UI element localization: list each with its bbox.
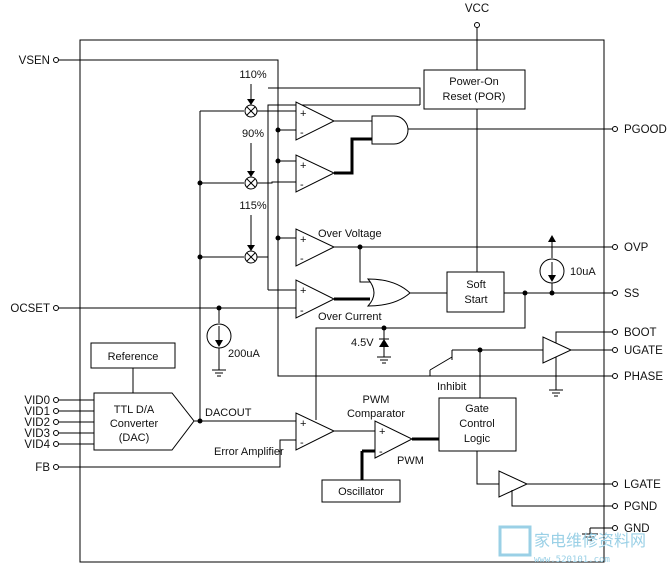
lower-gate-driver [498, 470, 529, 498]
gate-logic-line3: Logic [464, 433, 491, 445]
svg-text:+: + [379, 426, 385, 438]
svg-text:+: + [300, 108, 306, 120]
current-200ua-label: 200uA [228, 348, 260, 360]
over-voltage-label: Over Voltage [318, 228, 382, 240]
soft-start-line2: Start [464, 294, 487, 306]
dac-line3: (DAC) [119, 432, 150, 444]
upper-gate-driver [542, 336, 573, 364]
pwm-comparator: + - PWM Comparator PWM [347, 394, 424, 467]
pwm-comparator-line2: Comparator [347, 408, 405, 420]
svg-text:+: + [300, 160, 306, 172]
zener-label: 4.5V [351, 337, 374, 349]
pin-pgnd-label: PGND [624, 501, 657, 513]
pin-vid3-label: VID3 [24, 428, 50, 440]
multiplier-115: 115% [239, 200, 267, 264]
pin-lgate-label: LGATE [624, 479, 661, 491]
or-gate [366, 278, 411, 307]
pin-vcc-label: VCC [465, 3, 489, 15]
watermark-text: 家电维修资料网 [534, 531, 646, 550]
pin-ocset: OCSET [10, 303, 296, 315]
gnd-symbol [582, 527, 612, 541]
current-source-200ua: 200uA [206, 308, 260, 377]
pin-vsen-label: VSEN [19, 55, 50, 67]
svg-text:+: + [300, 418, 306, 430]
gate-logic-line1: Gate [465, 403, 489, 415]
pwm-comparator-line1: PWM [363, 394, 390, 406]
pin-fb: FB [35, 439, 296, 474]
dac-block: TTL D/A Converter (DAC) [93, 392, 195, 451]
comparator-90: +- [295, 154, 336, 193]
multiplier-90: 90% [242, 128, 264, 190]
pin-ss-label: SS [624, 288, 640, 300]
svg-text:-: - [300, 305, 304, 317]
error-amplifier-label: Error Amplifier [214, 446, 284, 458]
pin-vid1-label: VID1 [24, 406, 50, 418]
reference-label: Reference [108, 351, 159, 363]
right-pins: PGOOD OVP SS BOOT UGATE PHASE LGATE PGND… [612, 124, 667, 535]
pin-vsen: VSEN [19, 55, 279, 306]
over-current-label: Over Current [318, 311, 382, 323]
dac-line2: Converter [110, 418, 159, 430]
svg-text:+: + [300, 285, 306, 297]
oscillator-label: Oscillator [338, 486, 384, 498]
svg-text:-: - [300, 179, 304, 191]
svg-text:+: + [300, 234, 306, 246]
soft-start-block: Soft Start [446, 271, 505, 313]
pin-vid4-label: VID4 [24, 439, 50, 451]
pin-ocset-label: OCSET [10, 303, 50, 315]
chip-outline [79, 39, 605, 563]
comparator-over-current: + - Over Current [295, 279, 382, 323]
svg-text:-: - [300, 127, 304, 139]
watermark-url: www.520101.com [534, 555, 610, 565]
dac-line1: TTL D/A [114, 404, 155, 416]
dacout-label: DACOUT [205, 407, 252, 419]
pin-vid0-label: VID0 [24, 395, 50, 407]
vid-pins: VID0 VID1 VID2 VID3 VID4 [24, 395, 94, 451]
current-10ua-label: 10uA [570, 266, 596, 278]
pwm-label: PWM [397, 455, 424, 467]
inhibit-label: Inhibit [437, 381, 466, 393]
pct-115-label: 115% [239, 200, 267, 212]
pin-pgood-label: PGOOD [624, 124, 667, 136]
pin-ovp-label: OVP [624, 242, 649, 254]
pct-90-label: 90% [242, 128, 264, 140]
gate-control-logic-block: Gate Control Logic [438, 397, 517, 452]
svg-text:-: - [379, 446, 383, 458]
current-source-10ua: 10uA [539, 235, 596, 293]
soft-start-line1: Soft [466, 279, 486, 291]
comparator-over-voltage: + - Over Voltage [295, 228, 382, 267]
pct-110-label: 110% [239, 69, 267, 81]
pin-vcc: VCC [465, 3, 489, 70]
power-on-reset-block: Power-On Reset (POR) [423, 69, 526, 110]
pin-fb-label: FB [35, 462, 50, 474]
error-amplifier: + - Error Amplifier [214, 412, 336, 458]
pin-phase-label: PHASE [624, 371, 663, 383]
inhibit-switch: Inhibit [429, 349, 480, 393]
comparator-110: +- [295, 101, 336, 141]
multiplier-110: 110% [239, 69, 267, 118]
por-label-line1: Power-On [449, 76, 499, 88]
svg-text:-: - [300, 437, 304, 449]
pin-vid2-label: VID2 [24, 417, 50, 429]
pin-ugate-label: UGATE [624, 345, 663, 357]
gate-logic-line2: Control [459, 418, 494, 430]
svg-text:-: - [300, 253, 304, 265]
por-label-line2: Reset (POR) [443, 91, 506, 103]
watermark: 家电维修资料网 www.520101.com [498, 525, 646, 565]
zener-4-5v: 4.5V [351, 328, 391, 364]
oscillator-block: Oscillator [321, 479, 401, 503]
pin-gnd-label: GND [624, 523, 650, 535]
reference-block: Reference [90, 342, 176, 369]
pin-boot-label: BOOT [624, 327, 657, 339]
and-gate [371, 115, 409, 145]
